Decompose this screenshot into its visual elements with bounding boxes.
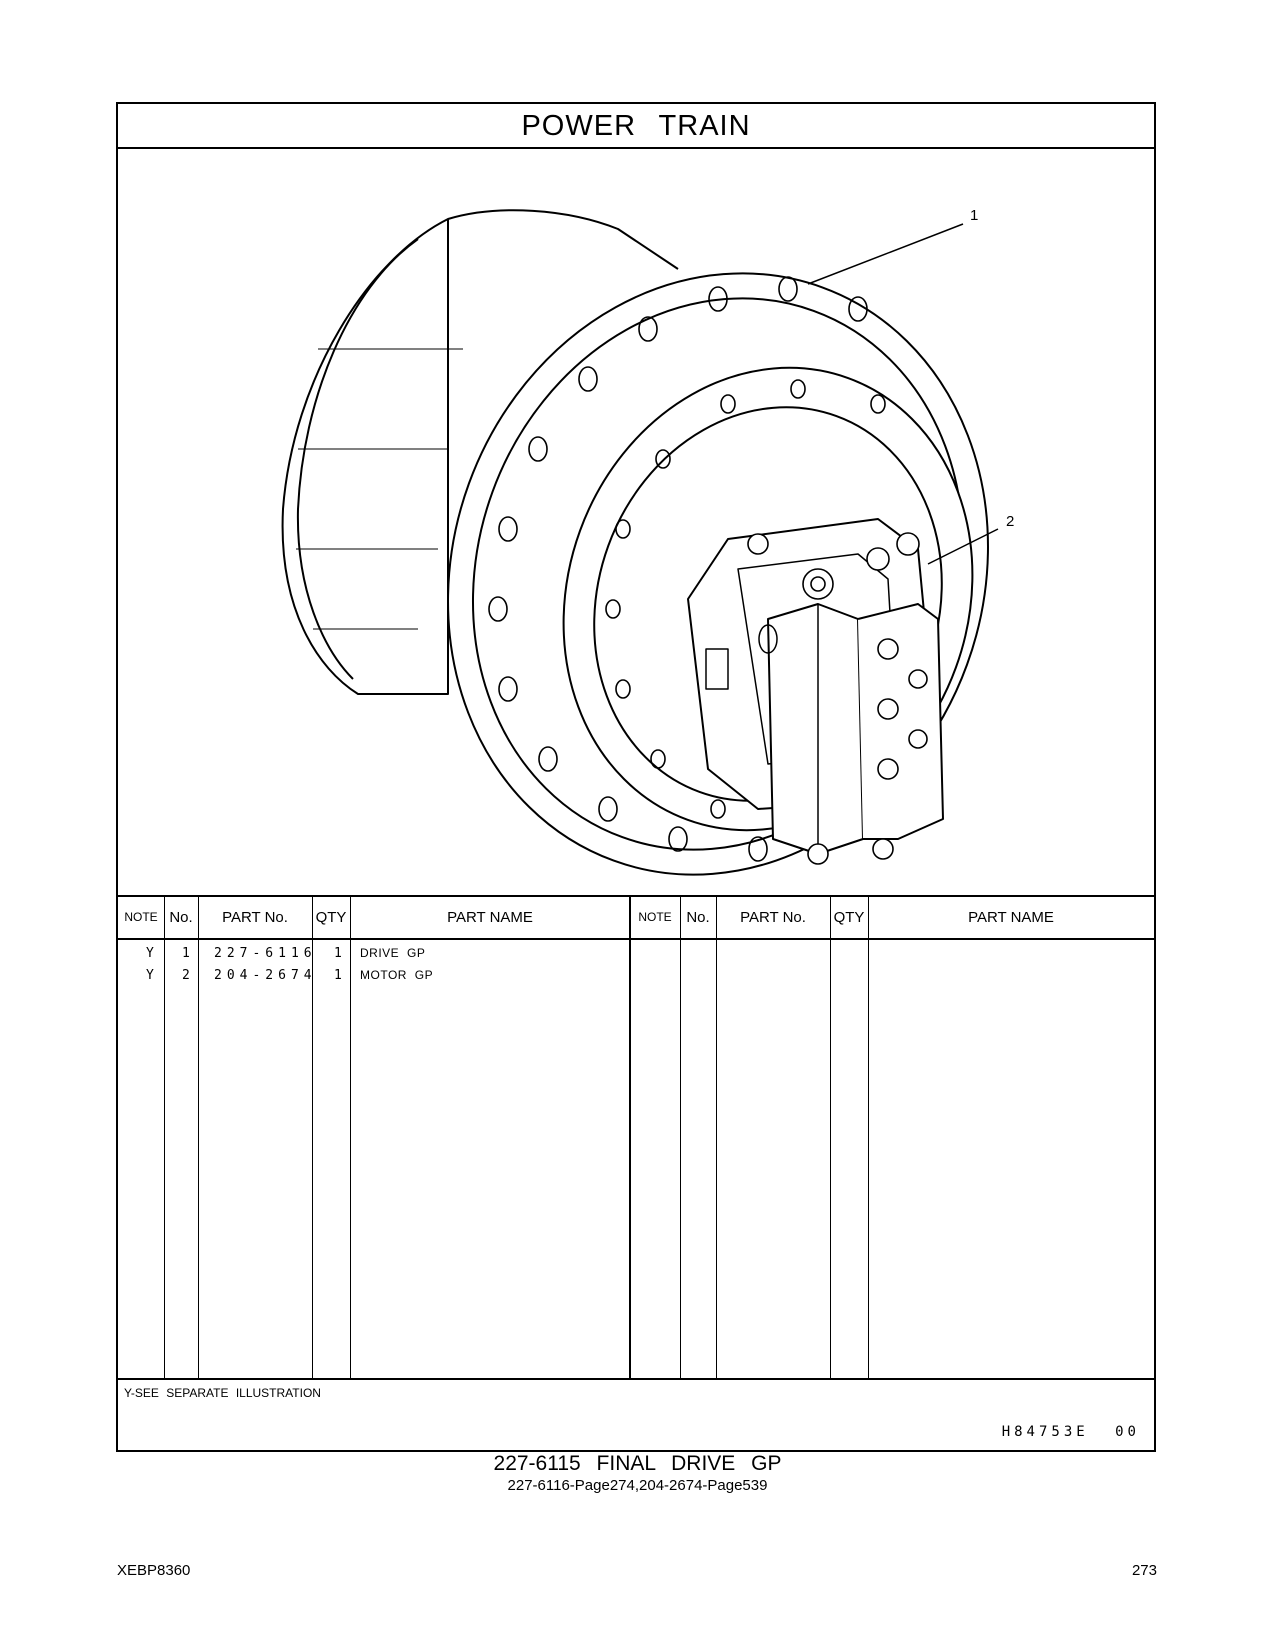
col-note-left: NOTE xyxy=(124,910,158,924)
col-divider xyxy=(830,895,831,1380)
row-note: Y xyxy=(146,946,154,961)
row-note: Y xyxy=(146,968,154,983)
col-divider xyxy=(680,895,681,1380)
col-divider xyxy=(350,895,351,1380)
row-part-no: 227-6116 xyxy=(214,946,317,961)
final-drive-illustration: 1 2 xyxy=(118,149,1154,895)
col-partno-right: PART No. xyxy=(740,909,806,926)
row-qty: 1 xyxy=(334,946,342,961)
parts-page-frame: POWER TRAIN xyxy=(116,102,1156,1452)
final-drive-drawing xyxy=(281,209,999,876)
row-part-name: MOTOR GP xyxy=(360,968,434,982)
col-divider xyxy=(164,895,165,1380)
col-divider xyxy=(629,895,631,1380)
row-part-name: DRIVE GP xyxy=(360,946,426,960)
col-divider xyxy=(312,895,313,1380)
col-divider xyxy=(716,895,717,1380)
col-qty-left: QTY xyxy=(315,909,347,926)
col-no-right: No. xyxy=(686,909,710,926)
col-partno-left: PART No. xyxy=(222,909,288,926)
group-caption: 227-6115 FINAL DRIVE GP xyxy=(493,1452,782,1475)
page-references: 227-6116-Page274,204-2674-Page539 xyxy=(507,1477,768,1494)
col-note-right: NOTE xyxy=(638,910,672,924)
page-number: 273 xyxy=(1131,1562,1157,1579)
callout-label-2: 2 xyxy=(1006,513,1015,530)
parts-table-header: NOTE No. PART No. QTY PART NAME NOTE No.… xyxy=(118,895,1154,940)
col-partname-left: PART NAME xyxy=(447,909,533,926)
illustration-code: H84753E 00 xyxy=(1001,1424,1140,1440)
page-title: POWER TRAIN xyxy=(118,104,1154,149)
parts-table-body: Y 1 227-6116 1 DRIVE GP Y 2 204-2674 1 M… xyxy=(118,940,1154,1380)
col-no-left: No. xyxy=(169,909,193,926)
col-partname-right: PART NAME xyxy=(968,909,1054,926)
col-divider xyxy=(868,895,869,1380)
document-id: XEBP8360 xyxy=(117,1562,191,1579)
row-no: 1 xyxy=(182,946,190,961)
callout-label-1: 1 xyxy=(970,207,979,224)
row-no: 2 xyxy=(182,968,190,983)
col-qty-right: QTY xyxy=(833,909,865,926)
row-qty: 1 xyxy=(334,968,342,983)
col-divider xyxy=(198,895,199,1380)
row-part-no: 204-2674 xyxy=(214,968,317,983)
footnote: Y-SEE SEPARATE ILLUSTRATION xyxy=(124,1386,321,1400)
